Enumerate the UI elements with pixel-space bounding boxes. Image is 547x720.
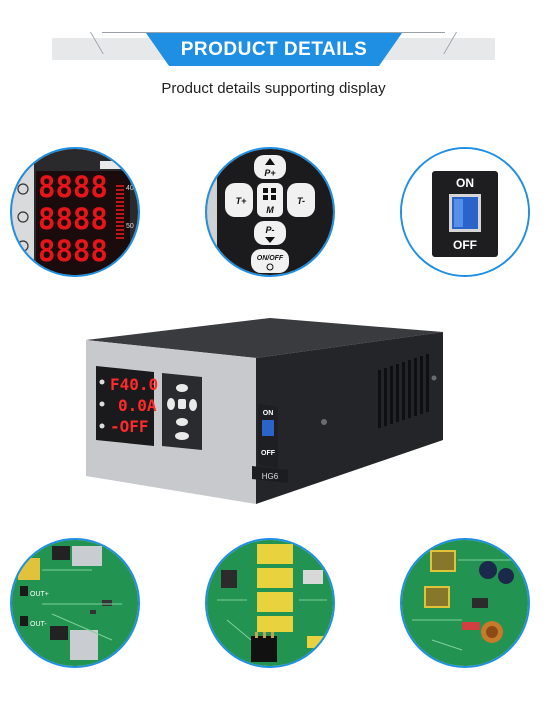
keypad-closeup-photo: P+ T+ M T- P- ON/OFF: [205, 147, 335, 277]
p-minus-label: P-: [266, 225, 275, 235]
switch-on-label: ON: [456, 176, 474, 190]
scale-top-label: 400: [126, 185, 138, 192]
led-row-2: 8888: [38, 202, 108, 236]
generator-unit-photo: F40.0 0.0A -OFF ON OFF HG6: [78, 318, 448, 508]
led-row-1: 8888: [38, 170, 108, 204]
unit-switch-on: ON: [263, 410, 274, 417]
unit-switch-off: OFF: [261, 450, 276, 457]
pcb-transformer-closeup-photo: [400, 538, 530, 668]
switch-off-label: OFF: [453, 238, 477, 252]
header-banner: PRODUCT DETAILS: [0, 30, 547, 70]
mode-label: M: [266, 205, 274, 215]
page-title: PRODUCT DETAILS: [180, 39, 368, 60]
readout-frequency: F40.0: [110, 375, 158, 394]
power-switch-closeup-photo: ON OFF: [400, 147, 530, 277]
p-plus-label: P+: [264, 168, 276, 178]
scale-mid-label: 50: [126, 223, 134, 230]
led-row-3: 8888: [38, 234, 108, 268]
pcb-output-closeup-photo: OUT+ OUT-: [10, 538, 140, 668]
t-plus-label: T+: [236, 196, 247, 206]
readout-status: -OFF: [110, 417, 149, 436]
display-closeup-photo: 8888 8888 8888 400 50: [10, 147, 140, 277]
banner-ribbon: [146, 33, 402, 66]
power-key-label: ON/OFF: [257, 255, 284, 262]
pcb-capacitors-closeup-photo: [205, 538, 335, 668]
readout-current: 0.0A: [118, 396, 157, 415]
banner-frame: [102, 32, 445, 65]
pcb-out-plus-label: OUT+: [30, 591, 49, 598]
page-subtitle: Product details supporting display: [161, 80, 386, 97]
model-label: HG6: [262, 472, 279, 481]
pcb-out-minus-label: OUT-: [30, 621, 47, 628]
t-minus-label: T-: [297, 196, 305, 206]
